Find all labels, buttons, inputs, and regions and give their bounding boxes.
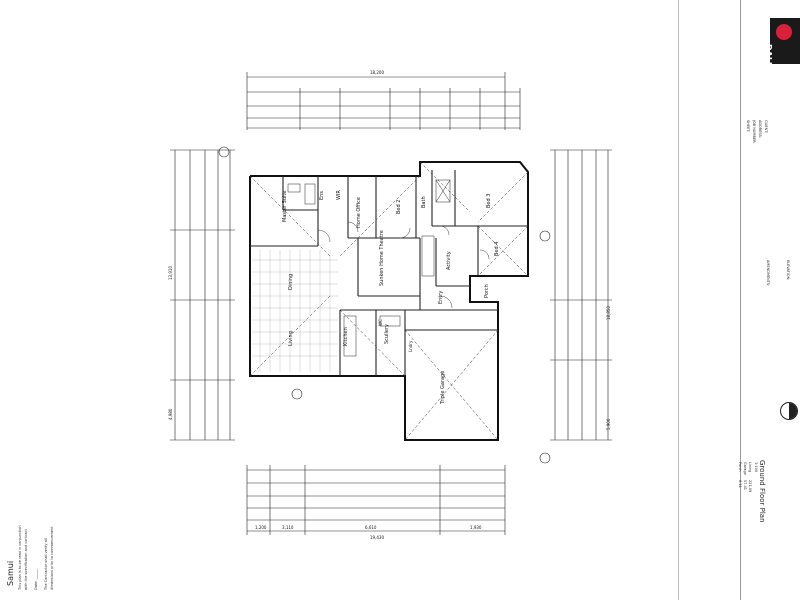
sheet-divider xyxy=(678,0,679,600)
bottom-dimension-strings xyxy=(246,465,506,535)
top-dimension-strings xyxy=(246,72,521,130)
brand-name: DALE ALCOCK xyxy=(764,44,773,107)
bottom-seg4-dim: 1,930 xyxy=(470,525,482,530)
right-overall-dim: 18,850 xyxy=(606,306,611,320)
area-garage-label: Garage xyxy=(743,462,747,475)
room-ens: Ens xyxy=(319,191,325,200)
interior-walls xyxy=(250,170,528,376)
bottom-seg2-dim: 3,110 xyxy=(282,525,294,530)
title-block xyxy=(740,0,800,600)
right-dimension-strings xyxy=(550,149,612,441)
room-porch: Porch xyxy=(484,284,490,298)
tb-address: ADDRESS: xyxy=(758,120,762,139)
section-markers xyxy=(218,146,551,464)
room-triple-garage: Triple Garage xyxy=(440,371,446,405)
tb-job-number: JOB NUMBER: xyxy=(752,120,756,144)
tb-client: CLIENT: xyxy=(764,120,768,134)
design-name: Samui xyxy=(6,560,15,586)
area-living-value: 221.09 xyxy=(748,480,752,493)
room-sunken-home-theatre: Sunken Home Theatre xyxy=(379,230,385,286)
room-bath: Bath xyxy=(421,196,427,208)
floor-tile-grid xyxy=(252,250,338,372)
room-lndry: Lndry xyxy=(408,340,413,352)
room-bed2: Bed 2 xyxy=(396,200,402,214)
note-line-1: This plan is to be read in conjunction xyxy=(18,525,22,590)
right-lower-dim: 5,900 xyxy=(606,418,611,430)
fixtures xyxy=(287,179,451,357)
area-porch-value: 6.11 xyxy=(738,480,742,488)
area-porch-label: Porch xyxy=(738,462,742,472)
door-swings xyxy=(317,221,490,309)
roof-hip-lines xyxy=(249,161,529,441)
area-garage-value: 57.41 xyxy=(743,480,747,491)
left-dimension-strings xyxy=(170,149,235,441)
north-arrow-icon xyxy=(780,402,798,420)
plan-scale: 1:100 xyxy=(754,462,758,473)
logo-mark-icon xyxy=(776,24,792,40)
note-line-5: dimensions prior to commencement xyxy=(50,526,54,590)
bottom-seg1-dim: 1,200 xyxy=(255,525,267,530)
room-kitchen: Kitchen xyxy=(343,327,349,346)
bottom-seg3-dim: 6,610 xyxy=(365,525,377,530)
room-home-office: Home Office xyxy=(356,197,362,228)
bottom-overall-dim: 19,430 xyxy=(370,535,384,540)
exterior-walls xyxy=(249,161,529,441)
room-bed4: Bed 4 xyxy=(494,242,500,256)
area-living-label: Living xyxy=(748,462,752,473)
room-master-suite: Master Suite xyxy=(282,191,288,222)
tb-amendments: AMENDMENTS: xyxy=(766,260,770,287)
note-line-3: Date: ______ xyxy=(34,568,38,590)
room-activity: Activity xyxy=(446,251,452,270)
room-bed3: Bed 3 xyxy=(486,194,492,208)
tb-elevation: ELEVATION: xyxy=(786,260,790,281)
note-line-2: with the specification and contract xyxy=(24,529,28,590)
left-overall-dim: 13,910 xyxy=(168,266,173,280)
brand-logo: DALE ALCOCK xyxy=(764,18,800,106)
room-dining: Dining xyxy=(288,274,294,290)
plan-title: Ground Floor Plan xyxy=(758,460,766,523)
room-entry: Entry xyxy=(438,291,444,304)
room-wir: WIR xyxy=(336,190,342,200)
room-living: Living xyxy=(288,331,294,346)
top-overall-dim: 18,200 xyxy=(370,70,384,75)
note-line-4: The Contractor shall verify all xyxy=(44,538,48,590)
room-scullery: Scullery xyxy=(384,324,390,344)
room-wc: WC xyxy=(378,319,383,326)
tb-sheet: SHEET: xyxy=(746,120,750,133)
left-lower-dim: 4,980 xyxy=(168,408,173,420)
